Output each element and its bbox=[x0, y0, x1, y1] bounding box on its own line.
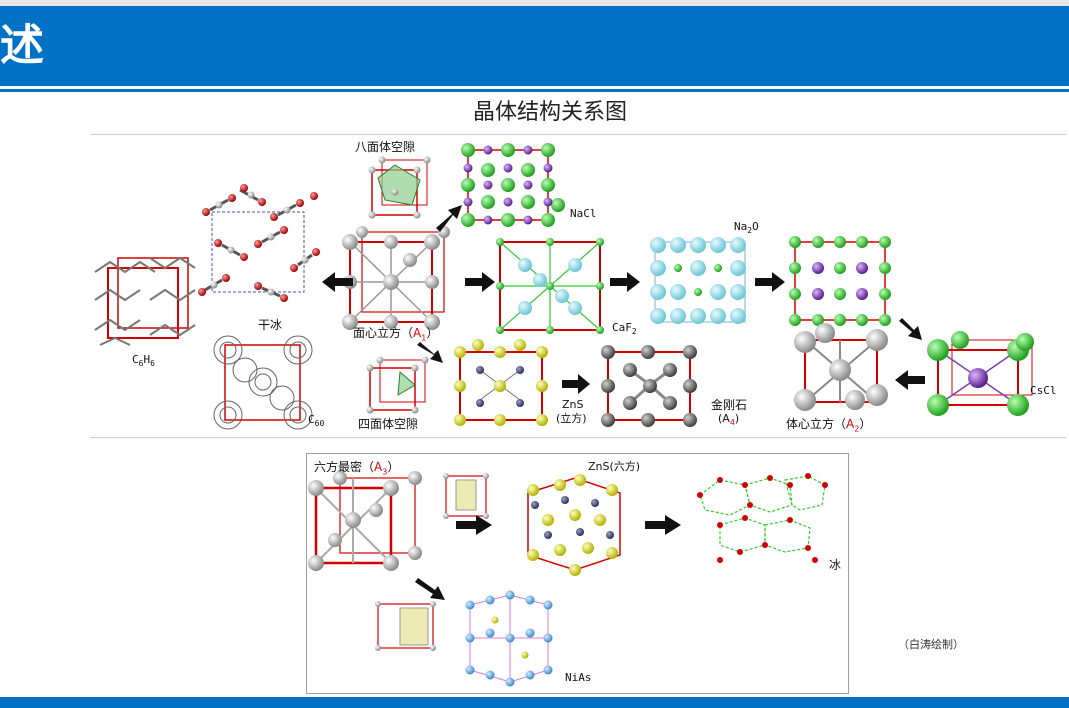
arrow-cscl-to-bcc bbox=[895, 370, 925, 390]
divider-top bbox=[90, 134, 1066, 135]
label-tetrahedral-void: 四面体空隙 bbox=[358, 417, 419, 431]
label-ice: 冰 bbox=[829, 558, 842, 572]
arrow-fcc-to-zns bbox=[417, 342, 443, 363]
arrow-caf2-to-na2o bbox=[610, 272, 640, 292]
label-diamond-a4: (A4) bbox=[718, 412, 740, 428]
zns-cubic-structure bbox=[454, 339, 548, 426]
label-hcp: 六方最密（A3） bbox=[314, 460, 400, 477]
nias-structure bbox=[465, 590, 553, 687]
top-strip bbox=[0, 0, 1069, 6]
hcp-structure bbox=[308, 471, 422, 571]
nias-small-cell bbox=[375, 601, 436, 651]
c6h6-structure bbox=[94, 256, 196, 346]
arrow-zns-hex-to-ice bbox=[645, 515, 681, 535]
arrow-hcp-to-zns-hex bbox=[456, 515, 492, 535]
label-zns-cubic-2: (立方) bbox=[556, 412, 587, 425]
label-cscl: CsCl bbox=[1030, 384, 1057, 397]
header-underline bbox=[0, 89, 1069, 92]
label-fcc: 面心立方（A1） bbox=[353, 326, 439, 343]
diamond-structure bbox=[601, 345, 697, 427]
tetrahedral-void-cell bbox=[366, 356, 429, 414]
cscl-structure bbox=[927, 331, 1034, 416]
label-diamond: 金刚石 bbox=[711, 398, 748, 412]
transition-arrows bbox=[322, 205, 925, 600]
label-nacl: NaCl bbox=[570, 207, 597, 220]
hexagonal-section-frame bbox=[306, 453, 849, 694]
arrow-na2o-to-antifluorite bbox=[755, 272, 785, 292]
c60-structure bbox=[213, 335, 313, 430]
label-zns-hex: ZnS(六方) bbox=[588, 460, 641, 473]
label-dry-ice: 干冰 bbox=[258, 318, 283, 332]
hcp-small-cell bbox=[443, 473, 489, 519]
na2o-structure bbox=[650, 237, 746, 324]
antifluorite-structure bbox=[789, 236, 891, 326]
label-zns-cubic-1: ZnS bbox=[562, 398, 584, 411]
label-caf2: CaF2 bbox=[612, 321, 637, 337]
arrow-hcp-to-nias bbox=[415, 578, 445, 600]
zns-hex-structure bbox=[527, 474, 621, 576]
diagram-title: 晶体结构关系图 bbox=[472, 100, 627, 125]
caf2-structure bbox=[496, 238, 604, 334]
slide-title: 述 bbox=[0, 20, 44, 71]
arrow-fcc-to-nacl bbox=[436, 205, 462, 232]
ice-structure bbox=[697, 473, 828, 563]
slide-header-bar: 述 bbox=[0, 6, 1069, 86]
bcc-structure bbox=[794, 323, 888, 411]
label-bcc: 体心立方（A2） bbox=[786, 417, 872, 434]
nacl-structure bbox=[461, 143, 565, 227]
label-nias: NiAs bbox=[565, 671, 592, 684]
author-credit: （白涛绘制） bbox=[898, 638, 964, 651]
arrow-zns-to-diamond bbox=[562, 374, 590, 394]
octahedral-void-cell bbox=[368, 156, 431, 219]
arrow-fcc-to-dryice bbox=[322, 272, 353, 292]
dry-ice-structure bbox=[198, 184, 320, 302]
label-na2o: Na2O bbox=[734, 220, 759, 236]
slide-footer-bar bbox=[0, 697, 1069, 708]
arrow-antifluorite-to-cscl bbox=[899, 318, 922, 340]
divider-middle bbox=[90, 437, 1066, 438]
label-c6h6: C6H6 bbox=[132, 353, 155, 369]
fcc-structure bbox=[342, 226, 450, 330]
label-octahedral-void: 八面体空隙 bbox=[355, 140, 416, 154]
arrow-fcc-to-caf2 bbox=[465, 272, 495, 292]
label-c60: C60 bbox=[308, 413, 325, 429]
